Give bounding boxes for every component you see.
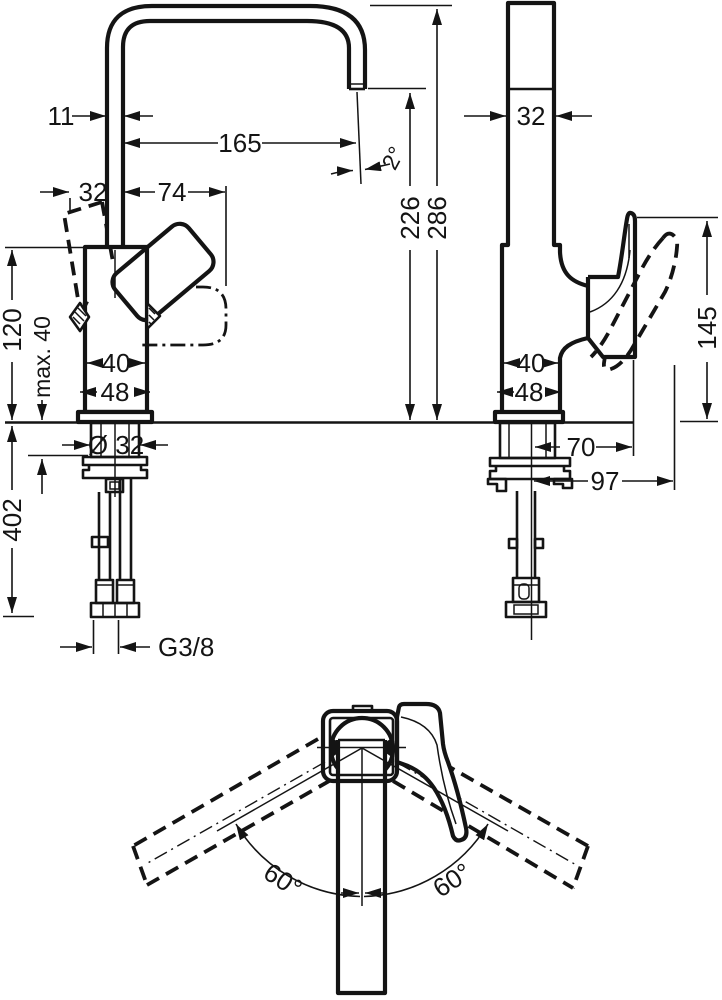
dim-handle-projection: 70 — [567, 432, 596, 462]
side-view — [486, 0, 680, 640]
dim-base-depth: 48 — [515, 377, 544, 407]
dim-reach: 165 — [218, 128, 261, 158]
top-clip-right — [386, 737, 395, 758]
dim-hose-length: 402 — [0, 498, 27, 541]
dim-body-width: 40 — [102, 348, 131, 378]
front-spout-outer — [104, 3, 368, 248]
dim-spout-height: 226 — [395, 196, 425, 239]
top-handle — [394, 701, 469, 843]
front-handle — [110, 221, 216, 323]
dim-base-width: 48 — [101, 377, 130, 407]
dim-body-depth: 40 — [517, 348, 546, 378]
front-shank-lines — [100, 423, 130, 457]
dim-spout-wall: 11 — [48, 101, 75, 131]
top-swing-line-right — [361, 747, 509, 832]
front-dimensions: 11 165 2° 32 74 226 286 120 max. 40 — [0, 4, 452, 662]
dim-max-mounting: max. 40 — [29, 316, 55, 398]
side-handle-dashed-position — [589, 231, 680, 372]
dim-handle-front: 74 — [158, 177, 187, 207]
dim-thread: G3/8 — [158, 632, 214, 662]
side-base-flange — [492, 409, 566, 425]
dim-total-height: 286 — [422, 196, 452, 239]
front-water-stream — [356, 91, 362, 185]
dim-handle-top-height: 145 — [692, 306, 722, 349]
side-dimensions: 32 145 40 48 70 97 — [464, 101, 722, 496]
top-spout-sides — [335, 740, 388, 996]
dim-body-height: 120 — [0, 308, 27, 351]
side-handle — [557, 210, 638, 412]
dim-stream-angle: 2° — [376, 142, 409, 174]
side-hose — [504, 491, 548, 619]
top-handle-inner-line — [400, 716, 457, 825]
side-shank-lines — [508, 423, 547, 458]
top-clip-left — [329, 737, 338, 758]
side-bracket-right — [552, 477, 574, 490]
top-swing-line-left — [216, 747, 363, 832]
dim-column-width: 32 — [517, 101, 546, 131]
top-body-tab — [351, 704, 374, 713]
front-spout-fill — [107, 6, 365, 248]
top-view — [131, 701, 590, 996]
front-pivot-cap-left — [68, 301, 91, 333]
front-handle-open-position — [140, 285, 228, 347]
side-bracket-left — [486, 477, 508, 493]
dim-handle-back: 32 — [79, 177, 108, 207]
dim-swing-right: 60° — [427, 857, 476, 904]
dim-swing-left: 60° — [258, 857, 307, 904]
front-hoses — [89, 478, 141, 619]
side-mounting-nut — [488, 456, 572, 481]
dim-handle-projection-open: 97 — [591, 466, 620, 496]
front-spout-inner — [120, 18, 352, 248]
dim-shank-diameter: Ø 32 — [88, 430, 144, 460]
front-pivot-cap-right — [145, 301, 162, 331]
front-view — [61, 3, 368, 619]
side-column-body-outline — [499, 0, 589, 412]
front-base-flange — [75, 409, 155, 425]
